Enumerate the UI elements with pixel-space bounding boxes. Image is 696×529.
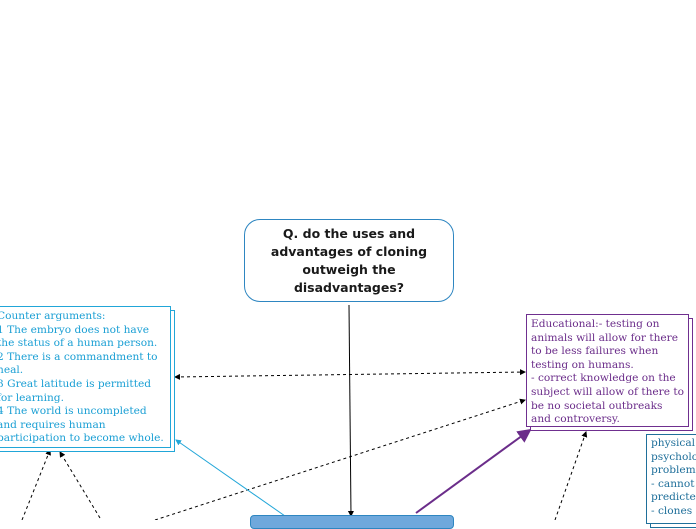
counter-line: 2 There is a commandment to [0,350,158,363]
counter-line: the status of a human person. [0,337,158,350]
connector-central-to-bottom [347,304,354,517]
connector-bottom-to-counter [175,439,286,517]
counter-line: Counter arguments: [0,310,106,322]
counter-line: 3 Great latitude is permitted [0,377,151,390]
counter-arguments-node[interactable]: Counter arguments: 1 The embryo does not… [0,306,171,448]
physical-line: physical [651,437,696,449]
counter-line: and requires human [0,418,106,431]
counter-line: heal. [0,364,24,377]
educational-line: - correct knowledge on the [531,372,676,385]
educational-line: to be less failures when [531,345,659,358]
central-question-text: Q. do the uses and advantages of cloning… [270,225,428,295]
educational-node[interactable]: Educational:- testing on animals will al… [526,314,689,427]
central-question-node[interactable]: Q. do the uses and advantages of cloning… [244,219,454,302]
bottom-topic-node[interactable] [250,515,454,529]
educational-line: animals will allow for there [531,331,678,344]
educational-line: and controversy. [531,413,620,426]
educational-line: Educational:- testing on [531,318,660,330]
counter-line: for learning. [0,391,64,404]
educational-line: subject will allow of there to [531,385,685,398]
connector-below-to-counter-2 [59,451,101,519]
physical-line: predicte [651,491,696,504]
educational-line: testing on humans. [531,358,634,371]
counter-line: 1 The embryo does not have [0,323,149,336]
physical-line: psycholo [651,450,696,463]
physical-line: problem [651,464,696,477]
educational-line: be no societal outbreaks [531,399,663,412]
connector-lowerleft-to-educational [154,398,526,520]
connector-below-to-counter-1 [21,449,51,520]
connector-counter-educational [174,369,526,380]
physical-line: - cannot [651,477,695,490]
physical-line: - clones a [651,504,696,517]
connector-bottom-to-educational [415,428,532,514]
connector-below-to-educational [554,431,588,520]
counter-line: participation to become whole. [0,432,164,445]
physical-node[interactable]: physical psycholo problem - cannot predi… [646,434,696,524]
counter-line: 4 The world is uncompleted [0,405,147,418]
